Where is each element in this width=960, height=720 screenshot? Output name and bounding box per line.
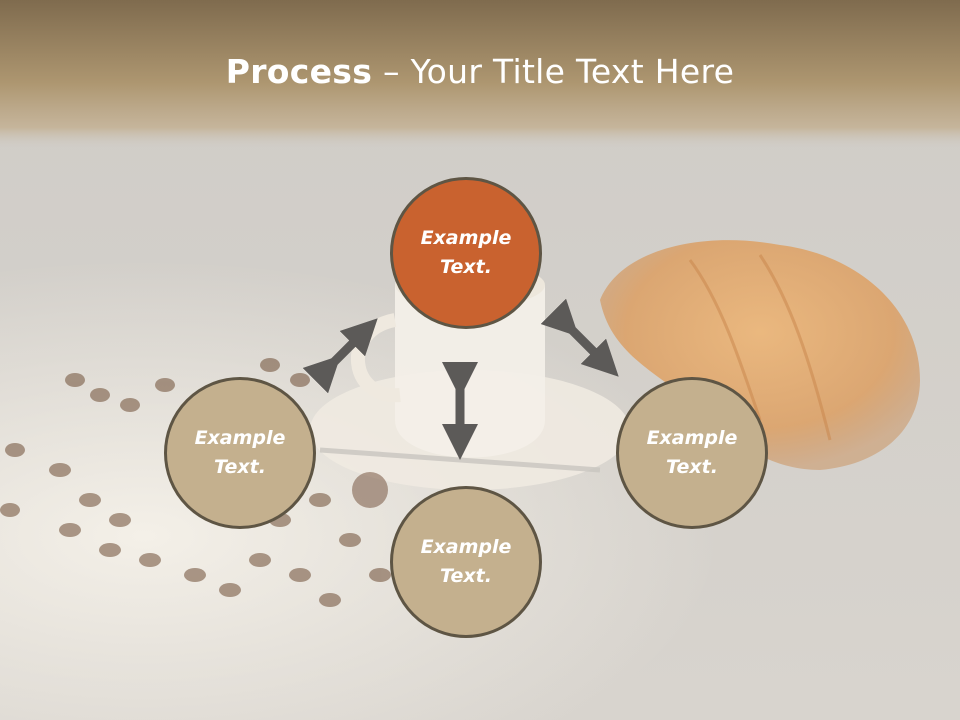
process-node-right-label: Example Text. [646,427,738,478]
process-node-top[interactable]: Example Text. [390,177,542,329]
process-node-bottom-label: Example Text. [420,536,512,587]
process-node-left[interactable]: Example Text. [164,377,316,529]
slide-title-separator: – [372,52,411,91]
slide-title-text: Your Title Text Here [410,52,735,91]
process-node-right[interactable]: Example Text. [616,377,768,529]
slide-title-bold: Process [225,52,373,91]
process-node-left-label: Example Text. [194,427,286,478]
process-node-top-label: Example Text. [420,227,512,278]
slide-title: Process – Your Title Text Here [0,52,960,91]
process-node-bottom[interactable]: Example Text. [390,486,542,638]
header-band [0,0,960,150]
